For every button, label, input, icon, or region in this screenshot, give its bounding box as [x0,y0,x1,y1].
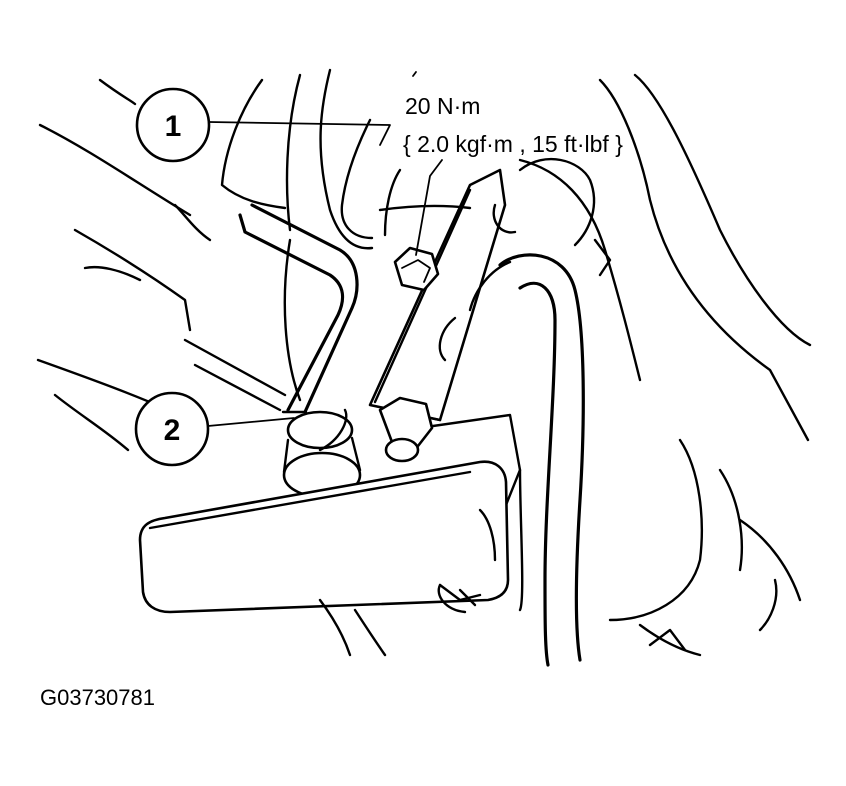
callout-1-number: 1 [165,110,182,143]
torque-spec-line1: 20 N·m [405,93,480,119]
callout-1-leader [208,121,391,146]
right-housing-outline [492,73,812,657]
upper-left-body-outline [36,78,287,452]
callout-2: 2 [134,391,295,467]
lower-nut [378,396,434,463]
callout-1: 1 [135,87,391,163]
callout-2-leader [207,417,295,427]
upper-nut [393,246,440,292]
figure-id: G03730781 [40,685,155,710]
torque-spec-label: 20 N·m { 2.0 kgf·m , 15 ft·lbf } [403,71,623,256]
transmission-housing-outline [220,68,472,402]
torque-spec-line2: { 2.0 kgf·m , 15 ft·lbf } [403,131,623,157]
callout-2-circle [134,391,210,467]
bent-rod [238,203,359,414]
rod-end-collar [282,408,362,499]
pedal [138,460,510,614]
pipe [438,253,585,667]
pedal-arm [318,468,524,657]
callout-1-circle [135,87,211,163]
callout-2-number: 2 [164,414,181,447]
